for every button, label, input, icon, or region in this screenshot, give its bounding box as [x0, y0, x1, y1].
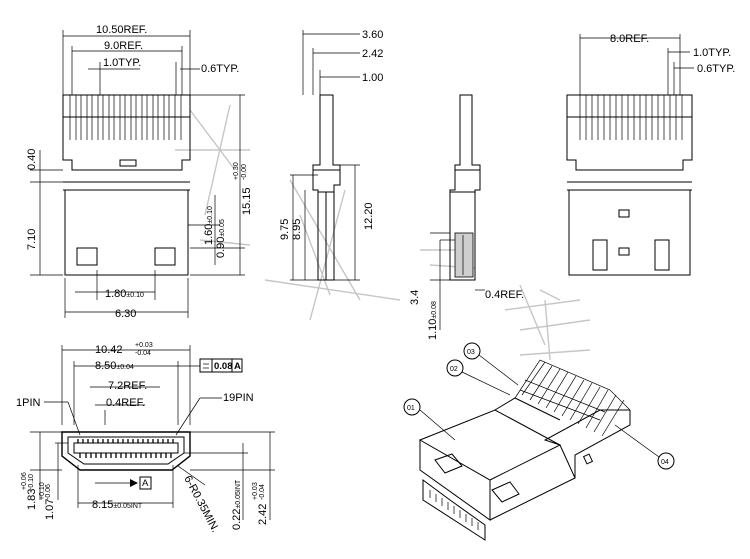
dim-left-upper: 0.40 [26, 149, 38, 170]
fv-dim-radius: 6-R0.35MIN. [181, 474, 221, 535]
dim-window-spacing-tol: ±0.10 [126, 292, 144, 299]
fv-dim-height-left-tol-upper: +0.06 [21, 472, 28, 490]
fv-dim-contact-span: 8.15 [92, 499, 113, 511]
fv-dim-height-left-tol-lower: -0.10 [28, 474, 35, 490]
front-view: 10.42 +0.03 -0.04 8.50±0.04 0.08 A 7.2RE… [16, 342, 275, 534]
dim-width-ref: 10.50REF. [96, 24, 147, 36]
fv-label-pin1: 1PIN [16, 397, 41, 409]
svg-text:1.10±0.08: 1.10±0.08 [427, 301, 439, 340]
iso-balloon-1: 01 [407, 405, 415, 412]
svg-text:1.83: 1.83 [26, 489, 38, 510]
fv-dim-contact-span-tol: ±0.05INT [113, 503, 142, 510]
fv-dim-height-left: 1.83 [26, 489, 38, 510]
fv-dim-outer-width: 10.42 [95, 344, 123, 356]
fv-dim-inner-width: 8.50 [95, 360, 116, 372]
svg-text:0.22±0.05INT: 0.22±0.05INT [231, 479, 243, 530]
side-dim-left-b: 8.95 [291, 219, 303, 240]
dim-pitch: 1.0TYP. [103, 57, 141, 69]
dim-left-lower: 7.10 [26, 229, 38, 250]
top-right-view: 8.0REF. 1.0TYP. 0.6TYP. [566, 33, 735, 276]
side-dim-tail: 1.00 [362, 72, 383, 84]
fv-dim-tongue-h-tol-lower: -0.06 [45, 484, 52, 500]
dim-window-height-tol: ±0.05 [219, 219, 226, 237]
tr-dim-pitch: 1.0TYP. [693, 47, 731, 59]
dim-overall-height: 15.15 [241, 187, 253, 215]
fv-dim-contact-thk: 0.22 [231, 509, 243, 530]
fv-dim-outer-width-tol-upper: +0.03 [135, 342, 153, 349]
side-dim-total: 3.60 [362, 29, 383, 41]
watermark [175, 104, 591, 361]
dim-lead-width: 0.6TYP. [201, 63, 239, 75]
mid-view: 0.4REF. 3.4 1.10±0.08 [409, 94, 524, 340]
fv-dim-height-right-tol-lower: -0.04 [259, 484, 266, 500]
svg-text:0.90±0.05: 0.90±0.05 [215, 219, 227, 258]
fv-dim-tongue-h-tol-upper: +0.10 [39, 482, 46, 500]
svg-text:8.15±0.05INT: 8.15±0.05INT [92, 499, 143, 511]
fv-dim-tongue-ref: 7.2REF. [108, 380, 147, 392]
fv-dim-inner-width-tol: ±0.04 [116, 364, 134, 371]
svg-text:2.42: 2.42 [257, 504, 269, 525]
mid-dim-left-tol-val: 1.10 [427, 319, 439, 340]
fv-flatness-datum: A [234, 361, 241, 372]
dim-overall-height-tol-lower: -0.00 [241, 164, 248, 180]
isometric-view: 01 02 03 04 [403, 342, 675, 541]
side-dim-right: 12.20 [363, 202, 375, 230]
dim-window-height: 0.90 [215, 237, 227, 258]
iso-balloon-3: 03 [467, 349, 475, 356]
dim-window-spacing: 1.80 [105, 288, 126, 300]
tr-dim-pitch-span: 8.0REF. [610, 33, 649, 45]
svg-text:15.15: 15.15 [241, 187, 253, 215]
svg-text:1.80±0.10: 1.80±0.10 [105, 288, 144, 300]
svg-text:1.07: 1.07 [44, 499, 56, 520]
fv-flatness-value: 0.08 [214, 361, 233, 372]
iso-balloon-4: 04 [661, 459, 669, 466]
fv-dim-outer-width-tol-lower: -0.04 [135, 350, 151, 357]
fv-dim-tongue-thk: 0.4REF. [106, 397, 145, 409]
tr-dim-lead-width: 0.6TYP. [697, 63, 735, 75]
mid-dim-left-tol: ±0.08 [431, 301, 438, 319]
mid-dim-shell-thk: 0.4REF. [485, 289, 524, 301]
dim-overall-height-tol-upper: +0.30 [233, 162, 240, 180]
fv-dim-height-right-tol-upper: +0.03 [252, 482, 259, 500]
fv-dim-tongue-h: 1.07 [44, 499, 56, 520]
dim-window-offset-tol: ±0.10 [207, 206, 214, 224]
svg-text:10.42: 10.42 [95, 344, 123, 356]
side-dim-mid: 2.42 [362, 48, 383, 60]
svg-text:8.50±0.04: 8.50±0.04 [95, 360, 134, 372]
dim-shell-width: 6.30 [115, 308, 136, 320]
svg-text:1.60±0.10: 1.60±0.10 [203, 206, 215, 245]
fv-dim-height-right: 2.42 [257, 504, 269, 525]
iso-balloon-2: 02 [450, 366, 458, 373]
dim-pitch-span: 9.0REF. [104, 40, 143, 52]
fv-label-pin19: 19PIN [223, 392, 254, 404]
side-view: 3.60 2.42 1.00 9.75 8.95 12.20 [279, 29, 383, 281]
dim-window-offset: 1.60 [203, 224, 215, 245]
fv-datum-a: A [142, 478, 149, 489]
fv-dim-contact-thk-tol: ±0.05INT [235, 479, 242, 508]
top-left-view: 10.50REF. 9.0REF. 1.0TYP. 0.6TYP. [26, 24, 253, 320]
side-dim-left-a: 9.75 [279, 219, 291, 240]
mid-dim-left-small: 3.4 [409, 290, 421, 305]
